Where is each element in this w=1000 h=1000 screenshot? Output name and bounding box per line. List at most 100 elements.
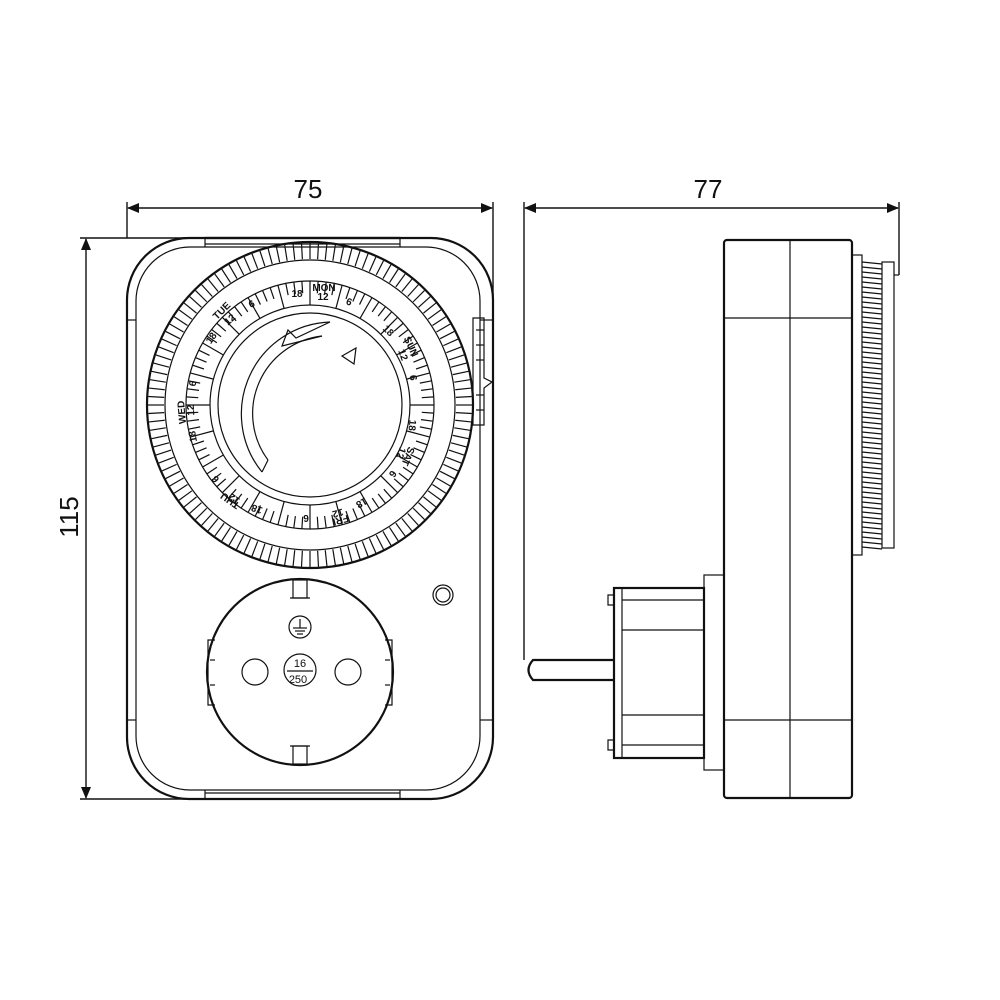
rim-knurl-line: [861, 431, 883, 435]
dial-tooth: [178, 309, 193, 320]
depth-dimension: 77: [523, 174, 900, 660]
dial-tooth: [423, 496, 437, 508]
side-view: [527, 238, 899, 800]
dial-tooth: [401, 518, 413, 532]
dial-segment-tick: [331, 514, 335, 527]
dial-segment-tick: [410, 453, 422, 461]
dial-tooth: [148, 412, 165, 415]
hour-label: 6: [210, 473, 222, 485]
dial-segment-tick: [402, 466, 414, 475]
dial-tooth: [455, 419, 472, 423]
dial-tooth: [452, 434, 469, 440]
dial-segment-tick: [221, 475, 240, 494]
dial-tooth: [221, 268, 231, 283]
rim-knurl-line: [861, 516, 883, 520]
dial-segment-tick: [324, 281, 327, 295]
hour-label: 18: [353, 495, 369, 510]
dial-tooth: [450, 362, 467, 368]
dial-tooth: [178, 490, 193, 501]
dial-tooth: [401, 278, 413, 292]
dial-segment-tick: [198, 453, 210, 461]
dial-tooth: [317, 550, 320, 567]
dial-hour-labels: 18 12 6 18 12 6 18 12 6 18 12 6 18 12 6 …: [186, 289, 418, 523]
dial-segment-tick: [393, 322, 404, 332]
dial-tooth: [149, 427, 166, 431]
dial-segment-tick: [398, 329, 409, 338]
dial-tooth: [450, 442, 467, 448]
dial-segment-tick: [234, 306, 243, 317]
hour-label: 18: [204, 330, 220, 346]
dial-tooth: [251, 253, 259, 269]
rim-knurl-line: [861, 276, 883, 280]
dial-tooth: [235, 534, 245, 550]
rim-knurl-line: [861, 501, 883, 505]
earth-clip-top: [292, 579, 308, 599]
dial-segment-tick: [316, 281, 319, 294]
dial-segment-tick: [345, 510, 351, 523]
dial-segment-tick: [186, 419, 200, 422]
rim-knurl-line: [861, 396, 883, 400]
dial-segment-tick: [413, 356, 425, 363]
hour-label: 6: [386, 468, 398, 479]
hour-label: 6: [303, 512, 309, 523]
dial-segment-tick: [188, 380, 201, 384]
day-label-fri: FRI: [331, 512, 350, 527]
rim-knurl-line: [861, 321, 883, 325]
rim-knurl-line: [861, 531, 883, 535]
hour-label: 18: [187, 430, 200, 443]
rim-knurl-line: [861, 451, 883, 455]
rim-knurl-line: [861, 466, 883, 470]
dial-segment-tick: [261, 290, 268, 302]
rim-knurl-line: [861, 476, 883, 480]
dial-segment-tick: [413, 447, 425, 454]
dial-segment-tick: [345, 287, 351, 300]
dial-segment-tick: [186, 411, 199, 414]
dial-tooth: [300, 243, 303, 260]
dial-segment-tick: [406, 430, 430, 438]
dial-tooth: [207, 518, 219, 532]
dial-segment-tick: [254, 293, 262, 305]
dial-segment-tick: [247, 297, 261, 319]
dial-segment-tick: [206, 335, 218, 344]
rim-knurl-line: [861, 456, 883, 460]
dial-tooth: [169, 477, 184, 487]
rim-knurl-line: [861, 281, 883, 285]
rim-knurl-line: [861, 316, 883, 320]
dial-tooth: [149, 379, 166, 383]
dial-segment-tick: [420, 419, 434, 422]
hour-label: 6: [407, 375, 418, 382]
earth-clip-bottom: [292, 745, 308, 765]
dial-segment-tick: [383, 488, 393, 499]
dial-tooth: [407, 513, 419, 526]
dial-knob: [240, 321, 357, 473]
dial-tooth: [148, 387, 165, 391]
dial-segment-tick: [301, 516, 304, 529]
rim-knurl-line: [861, 401, 883, 405]
rim-knurl-line: [861, 361, 883, 365]
day-label-wed: WED: [176, 400, 189, 424]
rim-knurl-line: [861, 441, 883, 445]
dial-tooth: [443, 338, 459, 347]
dial-segment-tick: [261, 508, 268, 520]
dial-segment-tick: [415, 364, 428, 370]
dial-segment-tick: [216, 322, 227, 332]
dial-tooth: [439, 470, 455, 480]
rim-knurl-line: [861, 461, 883, 465]
dial-segment-tick: [269, 287, 275, 300]
day-label-mon: MON: [312, 283, 335, 294]
dial-tooth: [389, 268, 399, 283]
dial-tooth: [455, 387, 472, 391]
rim-knurl-line: [861, 391, 883, 395]
dial-tooth: [361, 541, 369, 557]
dial-segment-tick: [221, 316, 240, 335]
rim-knurl-line: [861, 471, 883, 475]
dial-segment-tick: [211, 329, 222, 338]
dial-teeth: [148, 243, 472, 567]
dial-tooth: [395, 522, 406, 537]
hour-label: 18: [405, 419, 417, 431]
rim-knurl-line: [861, 376, 883, 380]
dial-segment-tick: [234, 493, 243, 504]
rim-knurl-line: [861, 411, 883, 415]
dial-tooth: [412, 290, 425, 303]
